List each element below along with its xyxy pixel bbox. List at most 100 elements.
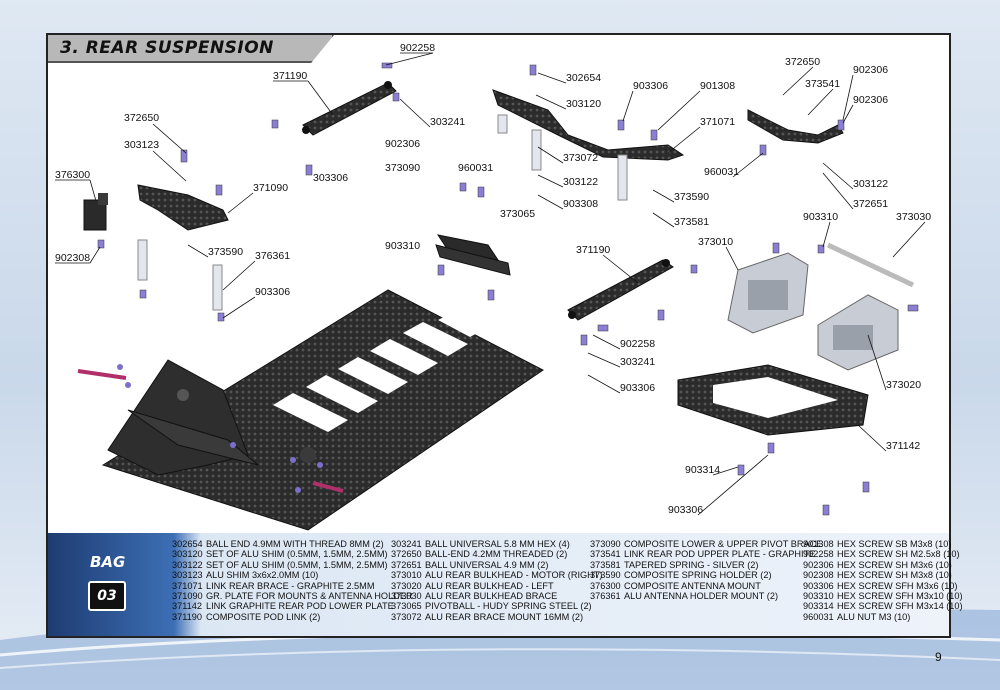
part-code: 903314 xyxy=(803,601,834,612)
callout: 371190 xyxy=(273,70,307,82)
part-description: HEX SCREW SH M2.5x8 (10) xyxy=(837,549,960,560)
instruction-panel: 3. REAR SUSPENSION xyxy=(46,33,963,638)
part-code: 373020 xyxy=(391,580,422,591)
part-description: LINK REAR BRACE - GRAPHITE 2.5MM xyxy=(206,580,375,591)
callout: 901308 xyxy=(700,80,735,92)
part-code: 373581 xyxy=(590,559,621,570)
callout: 303122 xyxy=(563,176,598,188)
callout: 372650 xyxy=(124,112,159,124)
exploded-diagram: 902258 371190 303241 902306 960031 30330… xyxy=(55,42,931,531)
part-description: GR. PLATE FOR MOUNTS & ANTENNA HOLDER xyxy=(206,591,413,602)
part-373020 xyxy=(817,294,899,371)
part-371190-right xyxy=(567,259,674,321)
part-373090 xyxy=(435,234,511,276)
callout: 902306 xyxy=(853,94,888,106)
part-code: 960031 xyxy=(803,611,834,622)
part-code: 373090 xyxy=(590,539,621,549)
callout: 373090 xyxy=(385,162,420,174)
part-code: 372651 xyxy=(391,559,422,570)
callout: 903310 xyxy=(385,240,420,252)
part-code: 303120 xyxy=(172,549,203,560)
part-code: 903310 xyxy=(803,591,834,602)
callout: 376300 xyxy=(55,169,90,181)
part-description: HEX SCREW SH M3x8 (10) xyxy=(837,570,952,581)
page-number: 9 xyxy=(935,650,942,664)
part-description: PIVOTBALL - HUDY SPRING STEEL (2) xyxy=(425,601,592,612)
callout: 371071 xyxy=(700,116,735,128)
callout: 902306 xyxy=(385,138,420,150)
callout: 902258 xyxy=(620,338,655,350)
part-code: 376361 xyxy=(590,591,621,602)
part-description: HEX SCREW SB M3x8 (10) xyxy=(837,539,952,549)
part-376300 xyxy=(83,193,108,231)
callout: 960031 xyxy=(458,162,493,174)
fasteners xyxy=(97,62,919,516)
leader-lines xyxy=(55,52,926,516)
part-code: 371071 xyxy=(172,580,203,591)
part-description: BALL UNIVERSAL 4.9 MM (2) xyxy=(425,559,549,570)
part-description: COMPOSITE ANTENNA MOUNT xyxy=(624,580,761,591)
part-description: TAPERED SPRING - SILVER (2) xyxy=(624,559,759,570)
part-description: SET OF ALU SHIM (0.5MM, 1.5MM, 2.5MM) xyxy=(206,559,388,570)
callout: 903310 xyxy=(803,211,838,223)
callout: 373590 xyxy=(674,191,709,203)
callout: 373020 xyxy=(886,379,921,391)
part-code: 303241 xyxy=(391,539,422,549)
part-description: HEX SCREW SH M3x6 (10) xyxy=(837,559,952,570)
callout: 372650 xyxy=(785,56,820,68)
part-373030 xyxy=(826,242,915,288)
callout: 373072 xyxy=(563,152,598,164)
part-code: 303122 xyxy=(172,559,203,570)
callout: 371090 xyxy=(253,182,288,194)
callout: 903308 xyxy=(563,198,598,210)
part-371071 xyxy=(492,89,685,161)
callout: 371142 xyxy=(886,440,920,452)
part-373541 xyxy=(747,109,844,144)
callout: 903306 xyxy=(633,80,668,92)
callout: 903306 xyxy=(620,382,655,394)
part-code: 371090 xyxy=(172,591,203,602)
part-description: ALU NUT M3 (10) xyxy=(837,611,911,622)
callout: 303123 xyxy=(124,139,159,151)
part-code: 371142 xyxy=(172,601,202,612)
part-code: 902306 xyxy=(803,559,834,570)
callout: 303306 xyxy=(313,172,348,184)
chassis-plate xyxy=(101,289,544,531)
part-code: 373072 xyxy=(391,611,422,622)
part-373010 xyxy=(727,252,809,334)
bag-number: 03 xyxy=(88,581,126,611)
part-code: 373065 xyxy=(391,601,422,612)
part-description: BALL UNIVERSAL 5.8 MM HEX (4) xyxy=(425,539,570,549)
callout: 303241 xyxy=(430,116,465,128)
part-description: ALU REAR BULKHEAD - LEFT xyxy=(425,580,554,591)
bag-label: BAG xyxy=(90,553,126,571)
part-description: BALL END 4.9MM WITH THREAD 8MM (2) xyxy=(206,539,384,549)
part-code: 372650 xyxy=(391,549,422,560)
part-description: COMPOSITE LOWER & UPPER PIVOT BRACE xyxy=(624,539,823,549)
callout: 376361 xyxy=(255,250,290,262)
callout: 303241 xyxy=(620,356,655,368)
